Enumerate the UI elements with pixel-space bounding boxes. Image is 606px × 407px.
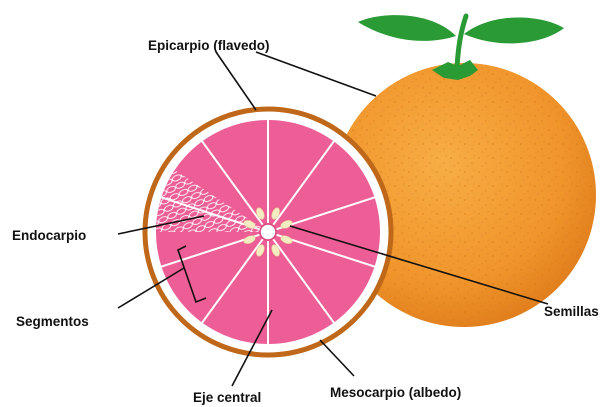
label-seeds: Semillas	[544, 304, 599, 319]
label-endocarp: Endocarpio	[12, 228, 86, 243]
central-axis	[260, 224, 276, 240]
leaf-icon	[464, 17, 564, 43]
label-segments: Segmentos	[16, 314, 89, 329]
leaf-icon	[358, 15, 456, 41]
leader-epicarp-left	[216, 52, 256, 110]
stem-icon	[457, 16, 466, 68]
leader-epicarp-right	[256, 52, 376, 96]
label-central-axis: Eje central	[193, 390, 261, 405]
leader-mesocarp	[320, 340, 354, 376]
label-epicarp: Epicarpio (flavedo)	[148, 38, 270, 53]
label-mesocarp: Mesocarpio (albedo)	[330, 385, 461, 400]
